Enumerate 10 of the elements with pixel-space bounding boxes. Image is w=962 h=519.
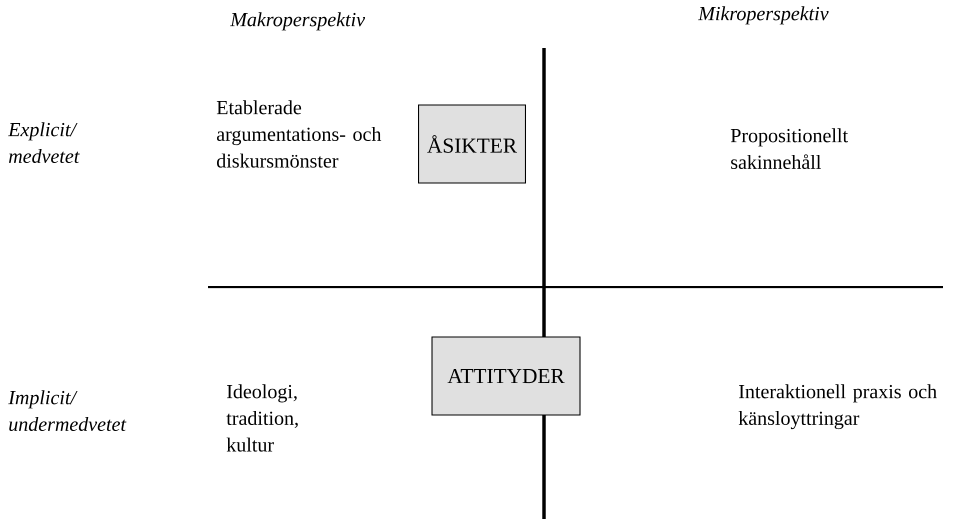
column-heading: Mikroperspektiv — [698, 6, 829, 24]
quadrant-text: Propositionellt sakinnehåll — [730, 128, 848, 169]
quadrant-text: Etablerade argumentations- och diskursmönster — [216, 100, 382, 168]
row-heading: Implicit/ undermedvetet — [8, 390, 126, 432]
quadrant-text: Interaktionell praxis och känsloyttringar — [738, 384, 937, 430]
row-heading: Explicit/ medvetet — [8, 122, 80, 164]
quadrant-text: Ideologi, tradition, kultur — [226, 384, 298, 452]
category-box: ATTITYDER — [431, 336, 581, 416]
category-box: ÅSIKTER — [418, 104, 526, 184]
column-heading: Makroperspektiv — [230, 12, 366, 30]
